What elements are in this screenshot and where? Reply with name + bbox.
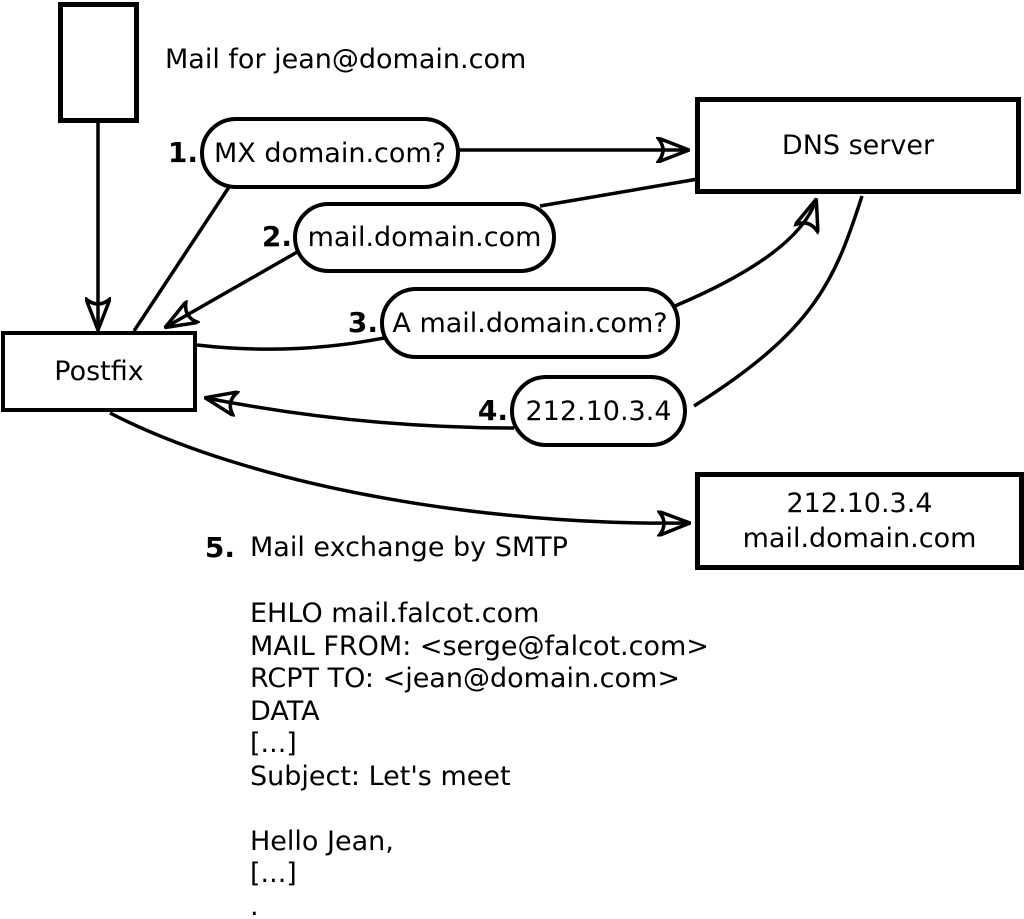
smtp-transcript: EHLO mail.falcot.com MAIL FROM: <serge@f…	[250, 598, 709, 919]
step-2-number: 2.	[261, 220, 292, 253]
step-4-label: 212.10.3.4	[525, 395, 672, 427]
line-postfix-to-a-query	[196, 336, 385, 351]
dns-server-node: DNS server	[695, 97, 1021, 194]
mail-server-hostname: mail.domain.com	[742, 523, 977, 554]
step-5-label: Mail exchange by SMTP	[250, 532, 568, 563]
step-3-a-query-pill: A mail.domain.com?	[380, 287, 680, 359]
step-2-label: mail.domain.com	[307, 222, 542, 253]
arrow-mx-answer-to-postfix	[166, 249, 300, 327]
step-5-number: 5.	[204, 531, 235, 564]
mail-server-node: 212.10.3.4 mail.domain.com	[695, 472, 1024, 570]
arrow-a-query-to-dns	[674, 200, 816, 308]
step-3-label: A mail.domain.com?	[392, 307, 668, 339]
postfix-label: Postfix	[54, 355, 144, 387]
postfix-node: Postfix	[1, 331, 197, 412]
line-dns-to-a-answer	[693, 195, 864, 408]
step-4-a-answer-pill: 212.10.3.4	[510, 375, 687, 447]
step-1-label: MX domain.com?	[213, 137, 447, 169]
step-1-number: 1.	[167, 136, 198, 169]
line-dns-to-mx-answer	[539, 177, 699, 208]
step-1-mx-query-pill: MX domain.com?	[200, 117, 460, 189]
arrow-a-answer-to-postfix	[206, 398, 515, 430]
mail-server-ip: 212.10.3.4	[786, 488, 933, 519]
step-3-number: 3.	[347, 306, 378, 339]
line-postfix-to-mx-query	[132, 183, 233, 332]
arrow-postfix-to-mailserver	[109, 411, 689, 523]
step-2-mx-answer-pill: mail.domain.com	[293, 202, 556, 273]
dns-server-label: DNS server	[781, 129, 935, 161]
mail-for-label: Mail for jean@domain.com	[165, 44, 527, 75]
step-4-number: 4.	[477, 394, 508, 427]
envelope-icon	[58, 2, 139, 123]
